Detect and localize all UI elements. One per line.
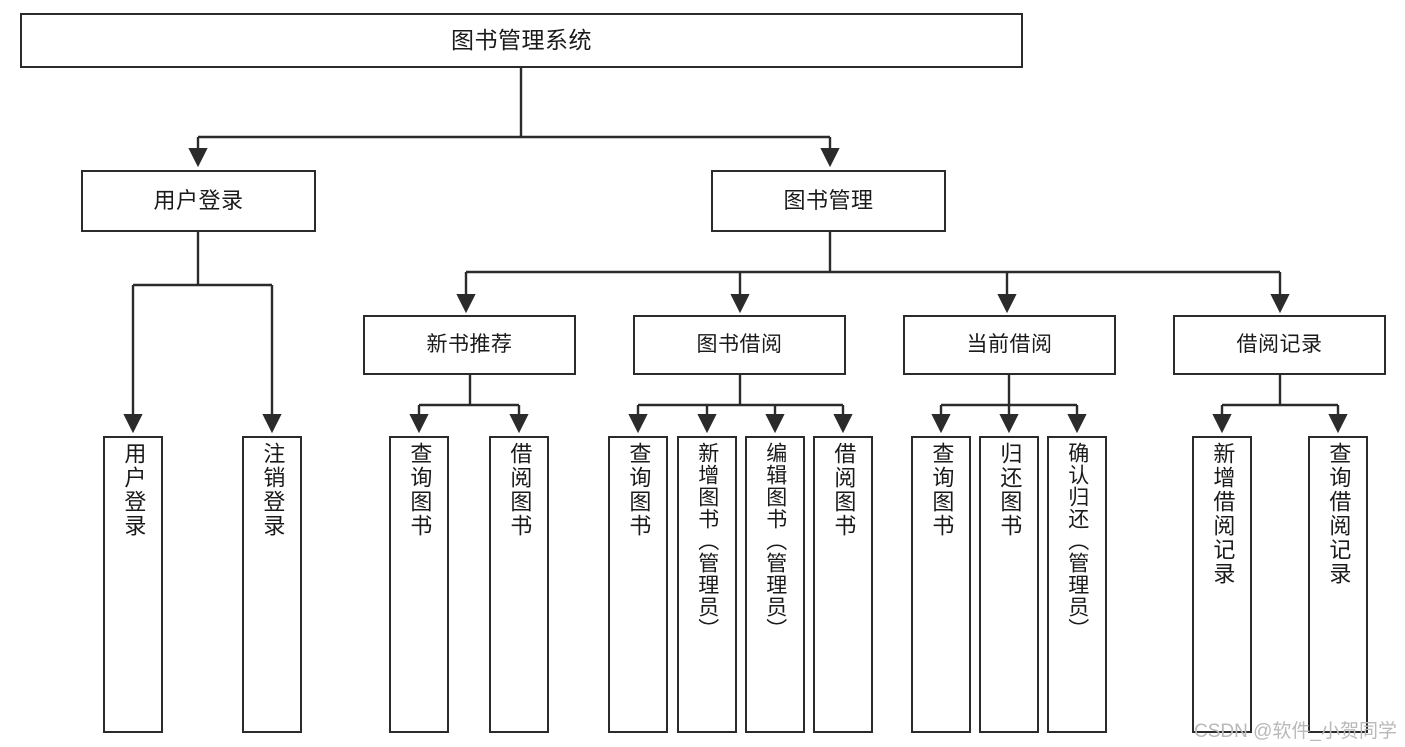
node-leaf-query-borrow-record[interactable]: 查询借阅记录 (1308, 436, 1368, 733)
node-leaf-add-book[interactable]: 新增图书（管理员） (677, 436, 737, 733)
watermark-text: CSDN @软件_小贺同学 (1194, 721, 1397, 742)
node-book-management[interactable]: 图书管理 (711, 170, 946, 232)
node-leaf-logout-login[interactable]: 注销登录 (242, 436, 302, 733)
node-leaf-edit-book[interactable]: 编辑图书（管理员） (745, 436, 805, 733)
node-label: 图书借阅 (696, 332, 783, 356)
node-label: 查询图书 (929, 442, 955, 538)
node-user-login[interactable]: 用户登录 (81, 170, 316, 232)
node-label: 借阅图书 (831, 442, 857, 538)
node-label: 新增借阅记录 (1210, 442, 1236, 586)
node-book-borrow[interactable]: 图书借阅 (633, 315, 846, 375)
node-leaf-add-borrow-record[interactable]: 新增借阅记录 (1192, 436, 1252, 733)
node-book-management-system[interactable]: 图书管理系统 (20, 13, 1023, 68)
node-label: 查询借阅记录 (1326, 442, 1352, 586)
node-label: 查询图书 (407, 442, 433, 538)
node-leaf-user-login[interactable]: 用户登录 (103, 436, 163, 733)
node-label: 借阅记录 (1236, 332, 1323, 356)
node-current-borrow[interactable]: 当前借阅 (903, 315, 1116, 375)
node-new-book-recommend[interactable]: 新书推荐 (363, 315, 576, 375)
node-label: 新书推荐 (426, 332, 513, 356)
node-label: 查询图书 (626, 442, 652, 538)
node-label: 注销登录 (260, 442, 286, 538)
node-borrow-record[interactable]: 借阅记录 (1173, 315, 1386, 375)
node-leaf-query-book-borrow[interactable]: 查询图书 (608, 436, 668, 733)
node-label: 新增图书（管理员） (695, 442, 719, 640)
node-leaf-borrow-book-recommend[interactable]: 借阅图书 (489, 436, 549, 733)
node-label: 用户登录 (153, 188, 244, 214)
node-leaf-confirm-return[interactable]: 确认归还（管理员） (1047, 436, 1107, 733)
node-label: 编辑图书（管理员） (763, 442, 787, 640)
node-label: 图书管理系统 (451, 26, 592, 53)
node-label: 用户登录 (121, 442, 147, 538)
node-label: 确认归还（管理员） (1065, 442, 1089, 640)
node-label: 图书管理 (783, 188, 874, 214)
node-label: 当前借阅 (966, 332, 1053, 356)
node-label: 归还图书 (997, 442, 1023, 538)
node-label: 借阅图书 (507, 442, 533, 538)
node-leaf-query-book-recommend[interactable]: 查询图书 (389, 436, 449, 733)
node-leaf-query-book-current[interactable]: 查询图书 (911, 436, 971, 733)
node-leaf-borrow-book[interactable]: 借阅图书 (813, 436, 873, 733)
node-leaf-return-book[interactable]: 归还图书 (979, 436, 1039, 733)
